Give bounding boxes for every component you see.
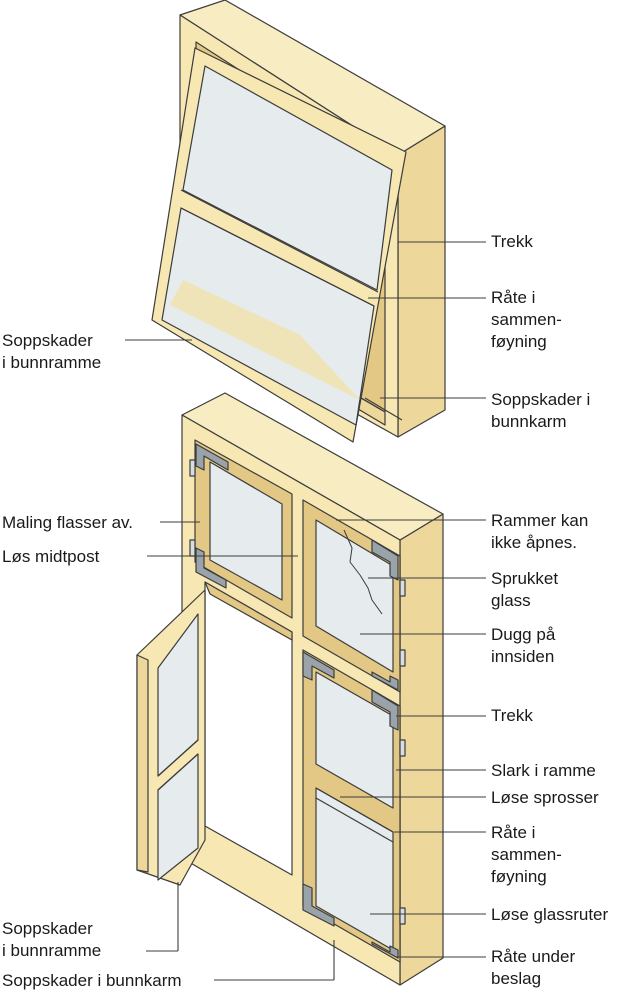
label-top-rate: Råte i sammen- føyning <box>491 287 562 353</box>
label-top-bunnramme: Soppskader i bunnramme <box>2 330 101 374</box>
label-sprukket: Sprukket glass <box>491 568 558 612</box>
label-bot-trekk: Trekk <box>491 705 533 727</box>
label-top-bunnkarm-line1: Soppskader i <box>491 390 591 409</box>
label-bot-bunnramme-line1: Soppskader <box>2 919 93 938</box>
top-glass-upper <box>182 65 393 291</box>
label-top-rate-line3: føyning <box>491 332 547 351</box>
label-sprosser-text: Løse sprosser <box>491 788 599 807</box>
label-top-trekk: Trekk <box>491 231 533 253</box>
label-bot-rate-line3: føyning <box>491 867 547 886</box>
label-sprukket-line1: Sprukket <box>491 569 559 588</box>
label-glassruter: Løse glassruter <box>491 904 608 926</box>
label-slark: Slark i ramme <box>491 760 596 782</box>
label-bot-bunnkarm-text: Soppskader i bunnkarm <box>2 971 182 990</box>
crack <box>343 529 383 615</box>
label-bot-rate: Råte i sammen- føyning <box>491 822 562 888</box>
label-sprosser: Løse sprosser <box>491 787 599 809</box>
label-bot-bunnramme-line2: i bunnramme <box>2 941 102 960</box>
label-slark-text: Slark i ramme <box>491 761 596 780</box>
label-maling-text: Maling flasser av. <box>2 513 134 532</box>
label-midtpost-text: Løs midtpost <box>2 547 100 566</box>
label-beslag-line2: beslag <box>491 969 542 988</box>
label-top-bunnkarm: Soppskader i bunnkarm <box>491 389 590 433</box>
label-bot-trekk-text: Trekk <box>491 706 533 725</box>
bottom-window <box>136 392 444 986</box>
label-dugg-line1: Dugg på <box>491 625 556 644</box>
label-rammer-line1: Rammer kan <box>491 511 589 530</box>
label-maling: Maling flasser av. <box>2 512 133 534</box>
label-top-bunnkarm-line2: bunnkarm <box>491 412 567 431</box>
label-top-bunnramme-line2: i bunnramme <box>2 353 102 372</box>
label-bot-bunnramme: Soppskader i bunnramme <box>2 918 101 962</box>
label-rammer: Rammer kan ikke åpnes. <box>491 510 588 554</box>
label-dugg-line2: innsiden <box>491 647 555 666</box>
label-dugg: Dugg på innsiden <box>491 624 555 668</box>
label-midtpost: Løs midtpost <box>2 546 99 568</box>
label-bot-rate-line1: Råte i <box>491 823 536 842</box>
label-glassruter-text: Løse glassruter <box>491 905 609 924</box>
label-top-rate-line2: sammen- <box>491 310 562 329</box>
label-sprukket-line2: glass <box>491 591 531 610</box>
label-top-trekk-text: Trekk <box>491 232 533 251</box>
label-top-rate-line1: Råte i <box>491 288 536 307</box>
label-beslag-line1: Råte under <box>491 947 576 966</box>
label-bot-rate-line2: sammen- <box>491 845 562 864</box>
label-bot-bunnkarm: Soppskader i bunnkarm <box>2 970 182 992</box>
label-rammer-line2: ikke åpnes. <box>491 533 577 552</box>
top-window <box>151 0 446 443</box>
label-top-bunnramme-line1: Soppskader <box>2 331 93 350</box>
label-beslag: Råte under beslag <box>491 946 575 990</box>
leader-lines <box>125 241 486 981</box>
top-frame-side <box>397 125 446 438</box>
